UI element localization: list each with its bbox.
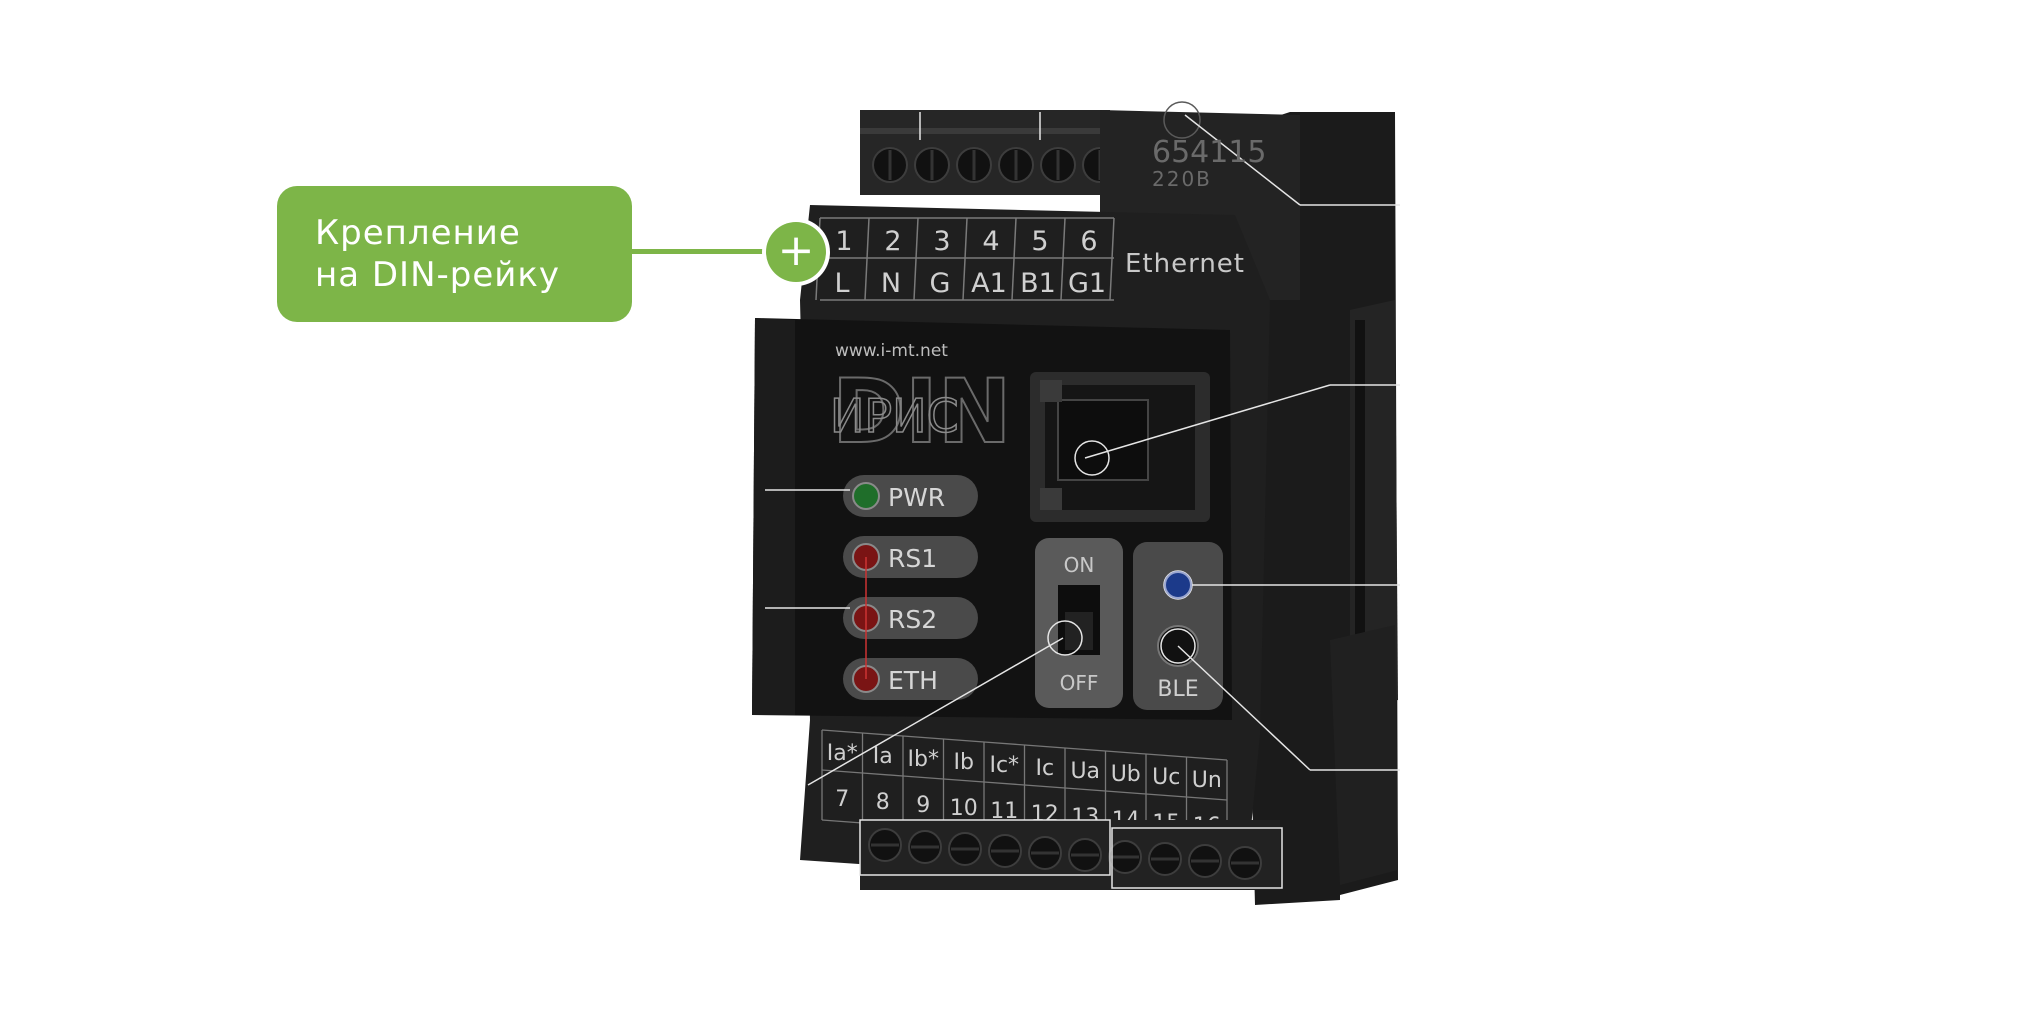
- ethernet-label: Ethernet: [1125, 249, 1245, 279]
- led-label: ETH: [888, 666, 938, 695]
- callout-line-1: Крепление: [315, 213, 521, 253]
- front-bezel-left: [752, 318, 795, 715]
- annotation-point-ble-button: [1160, 628, 1196, 664]
- bottom-terminal-number: 8: [876, 790, 890, 815]
- brand-logo-bottom: ИРИС: [830, 389, 959, 443]
- top-terminal-label: L: [834, 268, 849, 299]
- bottom-terminal-label: Ub: [1111, 762, 1141, 787]
- ble-led: [1164, 571, 1192, 599]
- bottom-terminal-label: Ua: [1070, 759, 1100, 784]
- din-rail-clip-lower: [1330, 625, 1398, 885]
- led-pill: [843, 536, 978, 578]
- bottom-terminal-label: Ib*: [908, 747, 939, 772]
- annotation-lines: [765, 112, 1400, 889]
- top-connector-rim: [860, 128, 1110, 134]
- plus-icon[interactable]: +: [766, 222, 826, 282]
- led-label: RS2: [888, 605, 937, 634]
- top-terminal-number: 1: [835, 226, 852, 257]
- callout-line-2: на DIN-рейку: [315, 255, 561, 295]
- ble-label: BLE: [1157, 677, 1198, 702]
- bottom-terminal-label: Ic*: [989, 753, 1019, 778]
- bottom-terminal-label: Un: [1192, 768, 1222, 793]
- bottom-screw-row: [868, 828, 1262, 880]
- top-terminal-number: 2: [884, 226, 901, 257]
- led-pill: [843, 475, 978, 517]
- top-terminal-label: G1: [1068, 268, 1106, 299]
- switch-off-label: OFF: [1060, 671, 1099, 695]
- switch-on-label: ON: [1064, 553, 1095, 577]
- website-label: www.i-mt.net: [835, 341, 948, 361]
- annotation-point-ethernet: [1074, 440, 1110, 476]
- led-pill: [843, 658, 978, 700]
- bottom-terminal-label: Ia*: [827, 741, 858, 766]
- bottom-terminal-number: 7: [835, 787, 849, 812]
- bottom-terminal-label: Uc: [1152, 765, 1180, 790]
- callout-connector: [632, 249, 772, 254]
- bottom-terminal-number: 10: [950, 796, 978, 821]
- mount-hole: [1163, 101, 1201, 139]
- voltage-label: 220В: [1152, 167, 1212, 191]
- brand-logo-top: DIN: [832, 360, 1011, 463]
- top-terminal-number: 6: [1080, 226, 1097, 257]
- top-terminal-number: 3: [933, 226, 950, 257]
- model-number: 654115: [1152, 135, 1267, 170]
- annotation-point-switch: [1047, 620, 1083, 656]
- top-terminal-label: B1: [1020, 268, 1056, 299]
- side-rib: [1355, 320, 1365, 680]
- power-switch: [1035, 538, 1123, 708]
- top-terminal-number: 5: [1031, 226, 1048, 257]
- bottom-terminal-number: 9: [916, 793, 930, 818]
- led-label: RS1: [888, 544, 937, 573]
- led-light: [852, 482, 880, 510]
- din-rail-callout: Крепление на DIN-рейку: [277, 186, 632, 322]
- top-terminal-label: N: [881, 268, 901, 299]
- bottom-terminal-label: Ib: [954, 750, 974, 775]
- led-label: PWR: [888, 483, 945, 512]
- top-terminal-label: G: [930, 268, 951, 299]
- led-pill: [843, 597, 978, 639]
- top-terminal-number: 4: [982, 226, 999, 257]
- top-terminal-label: A1: [971, 268, 1007, 299]
- bottom-terminal-label: Ia: [873, 744, 893, 769]
- bottom-terminal-label: Ic: [1035, 756, 1054, 781]
